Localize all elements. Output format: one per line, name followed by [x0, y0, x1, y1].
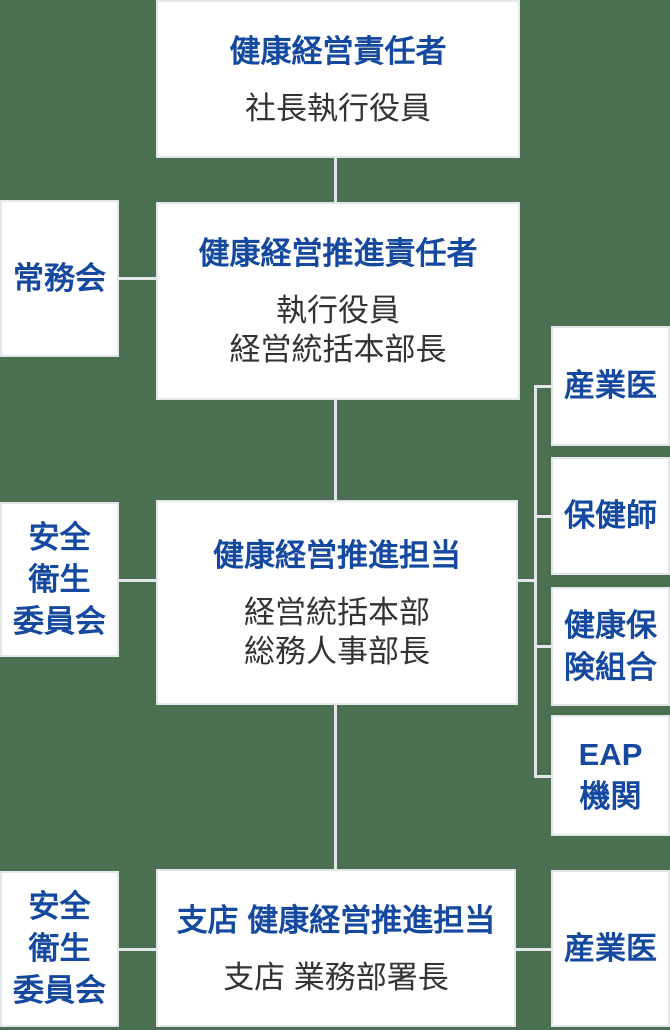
node-title: 健康経営責任者: [229, 33, 447, 69]
node-title: EAP 機関: [578, 736, 643, 814]
node-subtitle: 支店 業務部署長: [223, 959, 449, 995]
connector-branch-to-physician2: [516, 948, 551, 951]
connector-right-group-spine: [534, 385, 537, 778]
connector-stub-nurse: [534, 515, 551, 518]
connector-stub-physician1: [534, 385, 551, 388]
connector-stub-insurance: [534, 645, 551, 648]
node-title: 安全 衛生 委員会: [13, 889, 106, 1008]
node-health-mgmt-promotion-staff: 健康経営推進担当 経営統括本部 総務人事部長: [156, 500, 518, 705]
node-title: 健康経営推進担当: [213, 537, 461, 573]
node-safety-health-committee-1: 安全 衛生 委員会: [0, 502, 119, 657]
node-title: 支店 健康経営推進担当: [176, 902, 496, 938]
node-title: 保健師: [564, 498, 657, 533]
connector-staff-to-branch: [334, 705, 337, 869]
connector-staff-to-right-group: [518, 579, 537, 582]
node-occupational-physician-1: 産業医: [551, 326, 670, 446]
node-title: 常務会: [13, 260, 106, 296]
connector-safety2-to-branch: [119, 948, 156, 951]
node-jomukai: 常務会: [0, 200, 119, 357]
node-subtitle: 執行役員 経営統括本部長: [229, 293, 447, 367]
node-health-insurance-union: 健康保 険組合: [551, 587, 670, 706]
connector-stub-eap: [534, 775, 551, 778]
node-subtitle: 経営統括本部 総務人事部長: [244, 594, 430, 669]
connector-safety1-to-staff: [119, 579, 156, 582]
connector-jomukai-to-officer: [119, 277, 156, 280]
node-health-mgmt-officer: 健康経営責任者 社長執行役員: [156, 0, 520, 158]
node-title: 健康経営推進責任者: [198, 236, 478, 271]
node-health-mgmt-promotion-officer: 健康経営推進責任者 執行役員 経営統括本部長: [156, 202, 520, 400]
node-title: 健康保 険組合: [564, 607, 657, 685]
node-title: 安全 衛生 委員会: [13, 519, 106, 639]
node-title: 産業医: [564, 368, 657, 403]
connector-officer-to-staff: [334, 400, 337, 500]
node-branch-health-mgmt-promotion-staff: 支店 健康経営推進担当 支店 業務部署長: [156, 869, 516, 1027]
node-title: 産業医: [564, 930, 657, 966]
node-public-health-nurse: 保健師: [551, 457, 670, 575]
node-eap-organization: EAP 機関: [551, 715, 670, 836]
node-safety-health-committee-2: 安全 衛生 委員会: [0, 871, 119, 1027]
node-occupational-physician-2: 産業医: [551, 870, 670, 1027]
node-subtitle: 社長執行役員: [245, 90, 431, 126]
connector-top-to-officer: [334, 158, 337, 202]
